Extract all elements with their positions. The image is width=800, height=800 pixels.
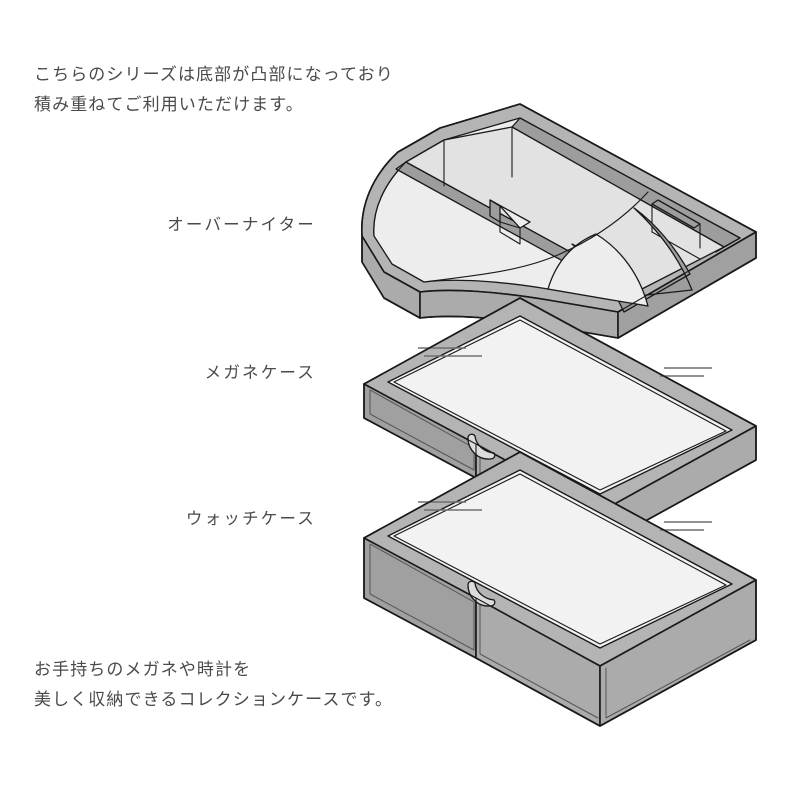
caption-bottom-line1: お手持ちのメガネや時計を — [34, 660, 252, 679]
watch-case-front-seam-2 — [479, 603, 599, 719]
glasses-case-glass-inner-edge — [393, 319, 727, 491]
overnighter-scoop-curve-inner — [559, 191, 649, 255]
overnighter-scoop-curve-outer — [423, 253, 561, 283]
overnighter-curved-scoop-face — [547, 233, 649, 307]
watch-case-right-seam — [605, 639, 751, 719]
watch-case-shine-right — [660, 521, 712, 531]
caption-top-line2: 積み重ねてご利用いただけます。 — [34, 95, 304, 114]
watch-case-front-seam — [369, 543, 475, 651]
glasses-case-front-seam — [369, 389, 475, 471]
glasses-case-glass-lid — [387, 315, 733, 495]
watch-case-shine-left — [418, 501, 482, 511]
caption-bottom-line2: 美しく収納できるコレクションケースです。 — [34, 690, 394, 709]
overnighter-rim-inner-edge — [361, 231, 757, 313]
caption-bottom: お手持ちのメガネや時計を 美しく収納できるコレクションケースです。 — [34, 655, 393, 715]
watch-case-glass-lid — [387, 469, 733, 649]
caption-top-line1: こちらのシリーズは底部が凸部になっており — [34, 65, 394, 84]
watch-case-handle-notch — [467, 580, 496, 607]
glasses-case-shine-right — [660, 367, 712, 377]
glasses-case-shine-left — [418, 347, 482, 357]
overnighter-center-tab-edge — [499, 221, 521, 245]
label-watch-case: ウォッチケース — [185, 510, 316, 528]
overnighter-left-corner-curve — [373, 161, 407, 237]
label-overnighter: オーバーナイター — [167, 216, 316, 234]
watch-case-glass-inner-edge — [393, 473, 727, 645]
glasses-case-handle-notch — [467, 433, 496, 460]
label-glasses-case: メガネケース — [204, 364, 316, 382]
watch-case-graphic — [363, 451, 757, 727]
watch-case-outline — [363, 451, 757, 727]
overnighter-tray-graphic — [361, 103, 757, 339]
overnighter-right-inner-corner — [715, 237, 741, 253]
overnighter-right-divider-wall — [651, 199, 701, 229]
caption-top: こちらのシリーズは底部が凸部になっており 積み重ねてご利用いただけます。 — [34, 60, 394, 120]
watch-case-top-edge — [363, 537, 757, 667]
